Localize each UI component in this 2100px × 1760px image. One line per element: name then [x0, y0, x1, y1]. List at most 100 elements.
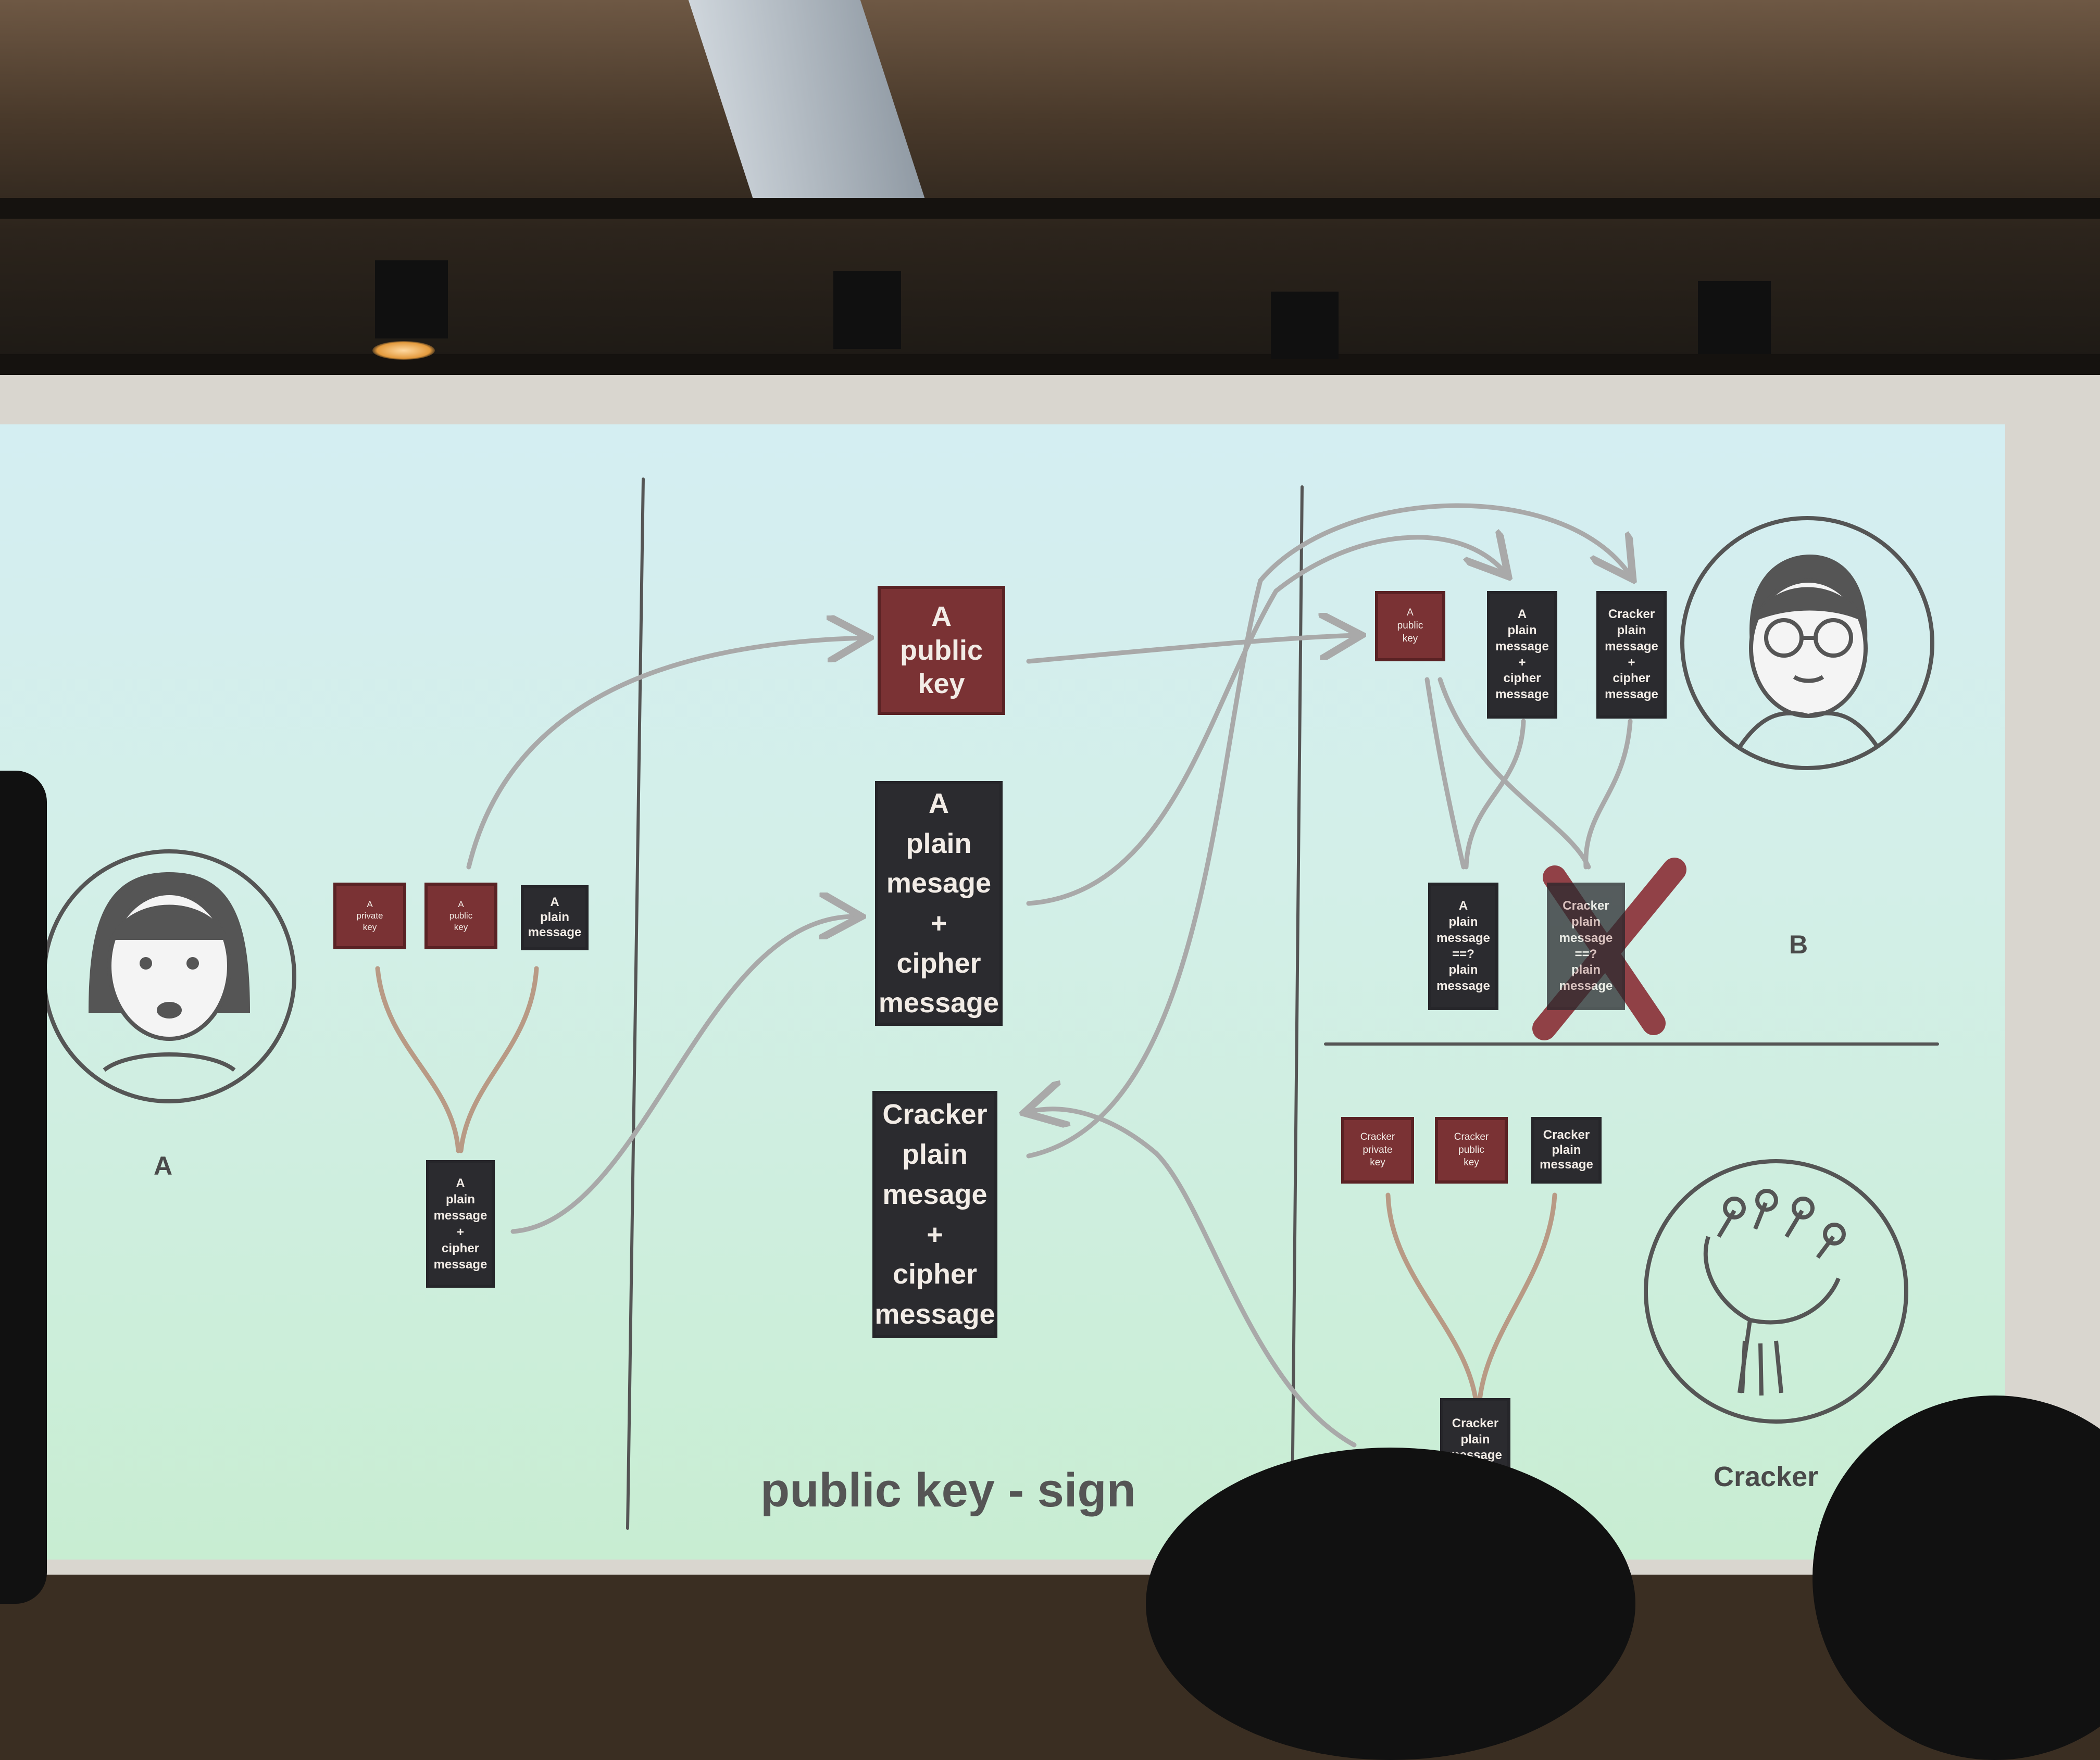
line-private-key: [375, 966, 461, 1153]
arrow-cracker-to-center: [1029, 1109, 1357, 1448]
box-line: plain: [1571, 963, 1601, 977]
box-line: A: [1407, 607, 1414, 619]
box-line: key: [1370, 1157, 1385, 1168]
spotlight: [375, 260, 448, 338]
spotlight: [1271, 292, 1339, 359]
box-line: A: [458, 899, 464, 909]
box-line: cipher: [892, 1259, 978, 1290]
box-line: Cracker: [1360, 1131, 1395, 1142]
light-rail-lower: [0, 354, 2100, 375]
spotlight: [1698, 281, 1771, 354]
center-public-key-box: A public key: [878, 586, 1005, 715]
line-plain: [458, 966, 539, 1153]
lit-lamp: [372, 341, 435, 360]
line-cracker-private-key: [1385, 1192, 1479, 1409]
box-line: message: [874, 1298, 995, 1330]
avatar-b: [1680, 516, 1934, 770]
actor-a-label: A: [154, 1151, 173, 1180]
left-signed-result-box: A plain message + cipher message: [426, 1160, 495, 1288]
center-a-signed-box: A plain mesage + cipher message: [875, 781, 1003, 1026]
arrow-a-signed-to-b: [1026, 537, 1505, 906]
box-line: key: [454, 922, 468, 933]
box-line: message: [433, 1257, 488, 1272]
avatar-cracker: [1644, 1159, 1908, 1424]
box-line: A: [931, 600, 952, 632]
box-line: plain: [1448, 915, 1478, 929]
b-verify-box: A plain message ==? plain message: [1428, 883, 1498, 1010]
cracker-plain-message-box: Cracker plain message: [1531, 1117, 1602, 1184]
left-private-key-box: A private key: [333, 883, 406, 949]
box-line: message: [1605, 687, 1658, 701]
presenter-silhouette: [0, 771, 47, 1604]
left-plain-message-box: A plain message: [521, 885, 589, 950]
box-line: plain: [1448, 963, 1478, 977]
box-line: Cracker: [1543, 1127, 1590, 1142]
cracker-private-key-box: Cracker private key: [1341, 1117, 1414, 1184]
box-line: cipher: [441, 1241, 480, 1255]
box-line: message: [1495, 687, 1549, 701]
box-line: +: [930, 908, 947, 939]
box-line: message: [1540, 1158, 1593, 1172]
avatar-a: [42, 849, 296, 1103]
audience-head: [1146, 1448, 1635, 1760]
line-cracker-plain: [1477, 1192, 1557, 1409]
box-line: mesage: [882, 1178, 988, 1210]
box-line: message: [1559, 978, 1613, 993]
b-cracker-signed-box: Cracker plain message + cipher message: [1596, 591, 1667, 719]
box-line: key: [1464, 1157, 1479, 1168]
box-line: public: [449, 910, 473, 921]
box-line: plain: [1507, 623, 1537, 638]
box-line: plain: [1617, 623, 1646, 638]
box-line: message: [528, 925, 582, 939]
box-line: +: [1628, 655, 1635, 670]
line-key-to-reject: [1438, 677, 1591, 870]
box-line: plain: [902, 1139, 968, 1171]
slide-title: public key - sign: [760, 1464, 1136, 1517]
box-line: plain: [540, 910, 569, 925]
divider-right: [1290, 485, 1304, 1560]
box-line: Cracker: [882, 1099, 988, 1130]
box-line: message: [1605, 639, 1658, 653]
arrow-signed-out: [510, 916, 857, 1234]
b-public-key-box: A public key: [1375, 591, 1445, 661]
box-line: plain: [445, 1192, 475, 1207]
box-line: cipher: [896, 947, 981, 979]
b-rejected-box: Cracker plain message ==? plain message: [1547, 883, 1625, 1010]
box-line: A: [550, 895, 559, 910]
box-line: +: [927, 1218, 943, 1250]
box-line: ==?: [1452, 947, 1474, 961]
light-rail-upper: [0, 198, 2100, 219]
box-line: message: [878, 987, 999, 1019]
line-key-to-verify: [1424, 677, 1466, 870]
box-line: private: [1362, 1144, 1393, 1155]
box-line: plain: [1460, 1432, 1490, 1447]
actor-b-label: B: [1789, 930, 1808, 959]
divider-left: [626, 477, 645, 1530]
box-line: message: [1436, 931, 1490, 945]
box-line: +: [456, 1225, 464, 1239]
arrow-cracker-signed-to-b: [1026, 503, 1630, 1159]
box-line: Cracker: [1454, 1131, 1489, 1142]
box-line: mesage: [886, 868, 992, 899]
box-line: Cracker: [1562, 899, 1609, 913]
box-line: public: [900, 634, 983, 666]
box-line: public: [1397, 620, 1423, 632]
center-cracker-signed-box: Cracker plain mesage + cipher message: [872, 1091, 997, 1338]
box-line: private: [356, 910, 383, 921]
box-line: key: [918, 668, 965, 700]
box-line: plain: [1552, 1142, 1581, 1157]
arrow-public-key-out: [466, 638, 865, 870]
box-line: key: [1402, 633, 1418, 644]
projected-slide: A public key A plain mesage + cipher mes…: [0, 424, 2005, 1560]
box-line: key: [362, 922, 377, 933]
box-line: A: [456, 1176, 465, 1190]
box-line: cipher: [1613, 671, 1651, 686]
cracker-public-key-box: Cracker public key: [1435, 1117, 1508, 1184]
box-line: plain: [906, 827, 972, 859]
arrow-public-key-to-b: [1026, 635, 1357, 664]
box-line: A: [929, 787, 949, 819]
box-line: ==?: [1574, 947, 1597, 961]
box-line: cipher: [1503, 671, 1541, 686]
box-line: Cracker: [1452, 1416, 1499, 1430]
line-a-to-verify: [1464, 719, 1526, 870]
